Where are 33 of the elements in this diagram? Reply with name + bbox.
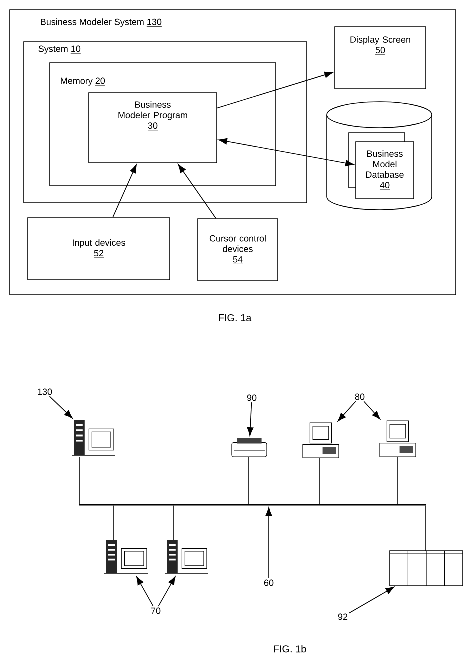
computer-drawing	[380, 420, 416, 458]
callout-number: 130	[38, 388, 52, 396]
arrow	[178, 164, 217, 219]
arrow	[217, 72, 334, 109]
input-box: Input devices 52	[28, 218, 170, 280]
workstation-drawing	[164, 540, 208, 574]
workstation-drawing	[104, 540, 148, 574]
program-box: Business Modeler Program 30	[88, 92, 218, 164]
cursor-box: Cursor control devices 54	[198, 218, 278, 282]
arrow	[266, 507, 272, 579]
connector-line	[248, 456, 250, 505]
printer-drawing	[232, 438, 268, 458]
arrow	[247, 402, 254, 436]
callout-number: 80	[355, 394, 365, 400]
computer-drawing	[302, 422, 340, 458]
arrow	[158, 576, 176, 607]
database-box: Business Model Database 40	[348, 132, 414, 200]
callout-number: 92	[338, 614, 348, 620]
arrow	[349, 586, 395, 614]
display-box: Display Screen 50	[334, 26, 426, 90]
arrow	[364, 401, 381, 420]
arrow	[112, 164, 137, 218]
figure-caption: FIG. 1b	[274, 645, 306, 653]
figure-caption: FIG. 1a	[219, 314, 252, 322]
callout-number: 70	[151, 608, 161, 614]
arrow	[218, 138, 354, 167]
workstation-drawing	[72, 420, 116, 456]
callout-number: 60	[264, 580, 274, 586]
callout-number: 90	[247, 394, 257, 402]
arrow	[49, 396, 73, 419]
arrow	[338, 401, 356, 422]
arrow	[136, 576, 154, 607]
storage-drawing	[390, 550, 464, 586]
